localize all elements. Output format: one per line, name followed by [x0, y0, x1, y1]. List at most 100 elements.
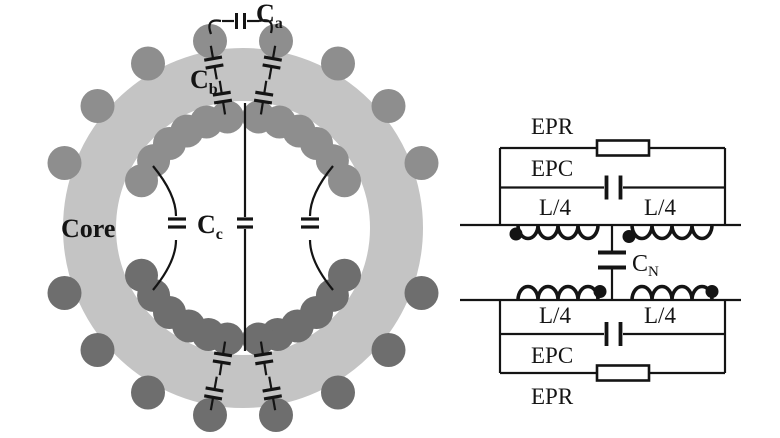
cap-a-letter: C: [256, 0, 275, 28]
inductor-bottom-left: [516, 284, 600, 301]
cap-plate: [253, 98, 273, 105]
ca-plate: [243, 13, 246, 29]
polarity-dot: [705, 285, 719, 298]
cap-plate: [255, 90, 274, 97]
center-capacitor-wire: [237, 103, 253, 351]
cap-lead: [209, 398, 215, 411]
winding-turns-outer-lower: [47, 276, 439, 432]
cap-plate: [262, 63, 281, 70]
cap-plate: [213, 98, 233, 105]
cap-b-subscript: b: [209, 81, 218, 98]
cap-plate: [262, 386, 281, 393]
winding-turn: [193, 24, 227, 58]
cap-plate: [203, 55, 223, 62]
epc-bottom-plate: [604, 322, 609, 346]
capacitor-cb-symbol: [253, 80, 274, 115]
cap-lead: [222, 102, 227, 115]
cap-a-subscript: a: [275, 15, 283, 32]
cap-a-label: Ca: [256, 0, 283, 32]
polarity-dot: [509, 227, 523, 241]
polarity-dots: [509, 227, 719, 298]
cap-b-label: Cb: [190, 65, 218, 98]
cap-plate: [168, 217, 186, 221]
cap-lead: [263, 80, 268, 93]
arc-wire: [152, 239, 178, 291]
winding-turn: [80, 333, 115, 367]
cap-lead: [222, 341, 227, 354]
core-label: Core: [61, 214, 115, 243]
winding-turn: [47, 146, 82, 180]
l4-bottom-left-label: L/4: [539, 303, 571, 328]
cap-lead: [268, 67, 273, 80]
winding-turn: [259, 24, 293, 58]
cap-lead: [213, 67, 218, 80]
winding-turn: [321, 46, 355, 81]
capacitor-ca-symbol: [208, 13, 273, 35]
capacitor-cb-symbol: [212, 80, 233, 115]
cap-plate: [213, 351, 233, 358]
arc-wire: [308, 165, 334, 217]
inductor-top-right: [630, 224, 714, 241]
cap-lead: [263, 363, 268, 376]
winding-turn: [404, 146, 439, 180]
inductors: [516, 224, 714, 301]
resistors: [595, 139, 651, 382]
cap-lead: [271, 45, 277, 58]
circuit-wires: [460, 146, 741, 375]
cap-lead: [209, 45, 215, 58]
cap-plate: [253, 351, 273, 358]
cap-plate: [263, 55, 283, 62]
cap-n-label: CN: [632, 251, 659, 280]
cap-plate: [255, 359, 274, 366]
ca-plate: [235, 13, 238, 29]
polarity-dot: [593, 285, 607, 298]
capacitor-cb-symbol: [203, 376, 224, 411]
epc-top-plate: [618, 175, 623, 200]
l4-top-right-label: L/4: [644, 195, 676, 220]
ca-wire-right: [258, 19, 273, 34]
winding-turn: [259, 398, 293, 432]
cap-c-letter: C: [197, 210, 216, 239]
arc-wire: [152, 165, 178, 217]
cap-c-label: Cc: [197, 210, 223, 243]
winding-turns-outer-upper: [47, 24, 439, 180]
winding-turn: [210, 322, 244, 356]
cap-lead: [213, 376, 218, 389]
inductor-top-left: [516, 224, 600, 241]
winding-turn: [80, 89, 115, 123]
cap-b-letter: C: [190, 65, 209, 94]
cap-lead: [259, 102, 264, 115]
winding-turn: [371, 89, 406, 123]
cap-plate: [301, 217, 319, 221]
cap-n-letter: C: [632, 251, 648, 277]
cap-lead: [218, 363, 223, 376]
capacitor-plates: [598, 175, 626, 346]
cap-lead: [268, 376, 273, 389]
cap-n-plate: [598, 265, 626, 270]
polarity-dot: [622, 230, 636, 243]
capacitor-cb-symbol: [212, 341, 233, 376]
circuit-labels: EPR EPC L/4 L/4 CN L/4 L/4 EPC EPR: [531, 114, 676, 409]
capacitor-cc-symbol-left: [152, 165, 186, 291]
cap-c-subscript: c: [216, 226, 223, 243]
cap-plate: [212, 90, 231, 97]
core-ring: [63, 48, 423, 408]
cap-lead: [271, 398, 277, 411]
winding-turn: [125, 164, 158, 198]
epr-top-resistor: [595, 139, 651, 157]
cap-lead: [218, 80, 223, 93]
cap-lead: [259, 341, 264, 354]
capacitor-cb-symbol: [203, 45, 224, 80]
epr-bottom-label: EPR: [531, 384, 574, 409]
epc-top-label: EPC: [531, 156, 573, 181]
cap-plate: [205, 386, 224, 393]
cap-plate: [205, 63, 224, 70]
cap-plate: [263, 394, 283, 401]
l4-top-left-label: L/4: [539, 195, 571, 220]
winding-turn: [328, 164, 361, 198]
cap-plate: [301, 225, 319, 229]
l4-bottom-right-label: L/4: [644, 303, 676, 328]
epc-top-plate: [604, 175, 609, 200]
winding-turn: [404, 276, 439, 310]
